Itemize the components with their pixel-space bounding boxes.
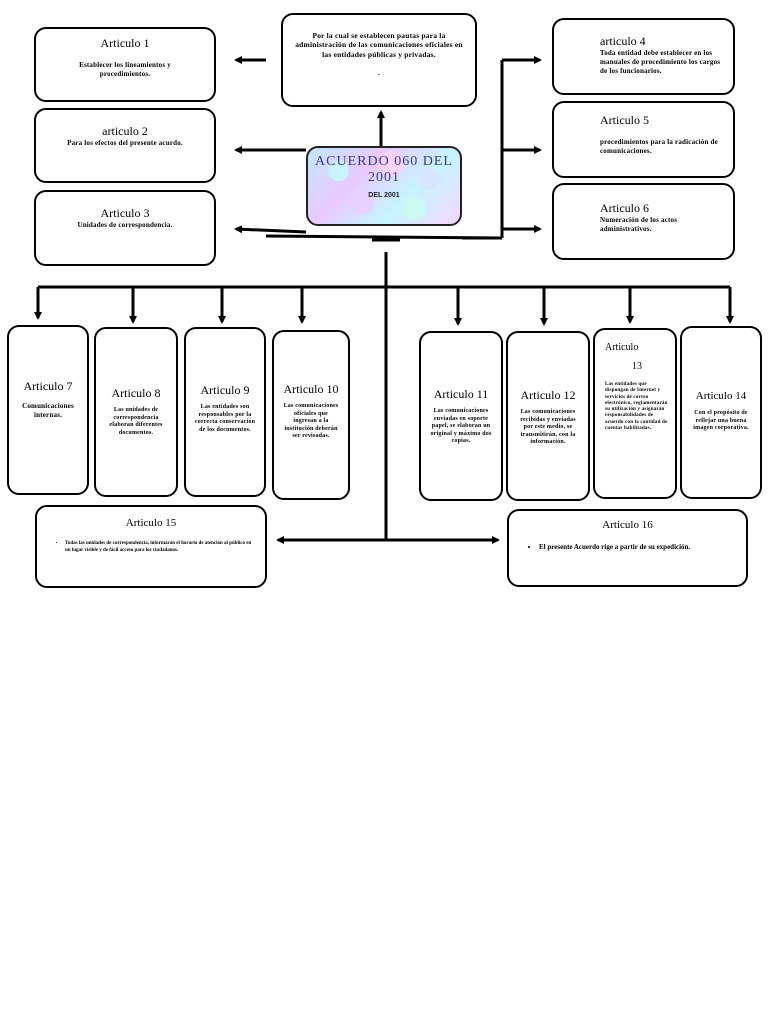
center-box: ACUERDO 060 DEL 2001 DEL 2001 <box>306 146 462 226</box>
art6-text: Numeración de los actos administrativos. <box>600 216 678 233</box>
art15-title: Articulo 15 <box>125 517 177 529</box>
art3-title: Articulo 3 <box>100 206 150 220</box>
art11-text: Las comunicaciones enviadas en soporte p… <box>430 408 492 444</box>
art13-text: Las entidades que dispongan de Internet … <box>605 382 668 431</box>
art5-text: procedimientos para la radicación de com… <box>600 138 718 155</box>
art10-box: Articulo 10 Las comunicaciones oficiales… <box>272 330 350 500</box>
art16-box: Articulo 16 El presente Acuerdo rige a p… <box>507 509 748 587</box>
art9-text: Las entidades son responsables por la co… <box>194 404 256 433</box>
art14-text: Con el propósito de reflejar una buena i… <box>693 410 749 431</box>
art6-title: Articulo 6 <box>600 201 649 215</box>
art8-title: Articulo 8 <box>111 386 161 400</box>
center-subtitle: DEL 2001 <box>368 192 400 199</box>
art10-text: Las comunicaciones oficiales que ingresa… <box>283 403 339 439</box>
center-title: ACUERDO 060 DEL 2001 <box>315 154 453 185</box>
art1-text: Establecer los lineamientos y procedimie… <box>79 61 171 78</box>
art8-box: Articulo 8 Las unidades de correspondenc… <box>94 327 178 497</box>
art7-box: Articulo 7 Comunicaciones internas. <box>7 325 89 495</box>
art2-box: articulo 2 Para los efectos del presente… <box>34 108 216 183</box>
art16-title: Articulo 16 <box>602 519 653 531</box>
art15-box: Articulo 15 Todas las unidades de corres… <box>35 505 267 588</box>
art9-title: Articulo 9 <box>200 383 250 397</box>
art1-title: Articulo 1 <box>100 36 150 50</box>
art14-box: Articulo 14 Con el propósito de reflejar… <box>680 326 762 499</box>
art15-bullet: Todas las unidades de correspondencia, i… <box>65 541 253 554</box>
art11-title: Articulo 11 <box>433 387 489 401</box>
top-description-text: Por la cual se establecen pautas para la… <box>295 31 463 59</box>
top-description-dot: . <box>378 69 380 78</box>
art11-box: Articulo 11 Las comunicaciones enviadas … <box>419 331 503 501</box>
art12-title: Articulo 12 <box>520 388 576 402</box>
art5-box: Articulo 5 procedimientos para la radica… <box>552 101 735 178</box>
art4-box: articulo 4 Toda entidad debe establecer … <box>552 18 735 95</box>
art12-text: Las comunicaciones recibidas y enviadas … <box>520 409 576 445</box>
art16-bullet: El presente Acuerdo rige a partir de su … <box>539 543 732 552</box>
art13-box: Articulo 13 Las entidades que dispongan … <box>593 328 677 499</box>
art7-text: Comunicaciones internas. <box>22 402 74 419</box>
art3-text: Unidades de correspondencia. <box>77 221 173 229</box>
art4-text: Toda entidad debe establecer en los manu… <box>600 49 721 75</box>
art13-number: 13 <box>632 361 642 372</box>
art13-title: Articulo <box>605 342 639 353</box>
art1-box: Articulo 1 Establecer los lineamientos y… <box>34 27 216 102</box>
art2-text: Para los efectos del presente acurdo. <box>67 139 183 147</box>
art4-title: articulo 4 <box>600 34 646 48</box>
top-description-box: Por la cual se establecen pautas para la… <box>281 13 477 107</box>
art12-box: Articulo 12 Las comunicaciones recibidas… <box>506 331 590 501</box>
art5-title: Articulo 5 <box>600 113 649 127</box>
art14-title: Articulo 14 <box>695 390 747 402</box>
art6-box: Articulo 6 Numeración de los actos admin… <box>552 183 735 260</box>
arrow-art3 <box>234 225 307 234</box>
art8-text: Las unidades de correspondencia elaboran… <box>109 407 163 436</box>
art10-title: Articulo 10 <box>283 382 339 396</box>
art7-title: Articulo 7 <box>23 379 73 393</box>
art3-box: Articulo 3 Unidades de correspondencia. <box>34 190 216 266</box>
art9-box: Articulo 9 Las entidades son responsable… <box>184 327 266 497</box>
art2-title: articulo 2 <box>102 124 148 138</box>
